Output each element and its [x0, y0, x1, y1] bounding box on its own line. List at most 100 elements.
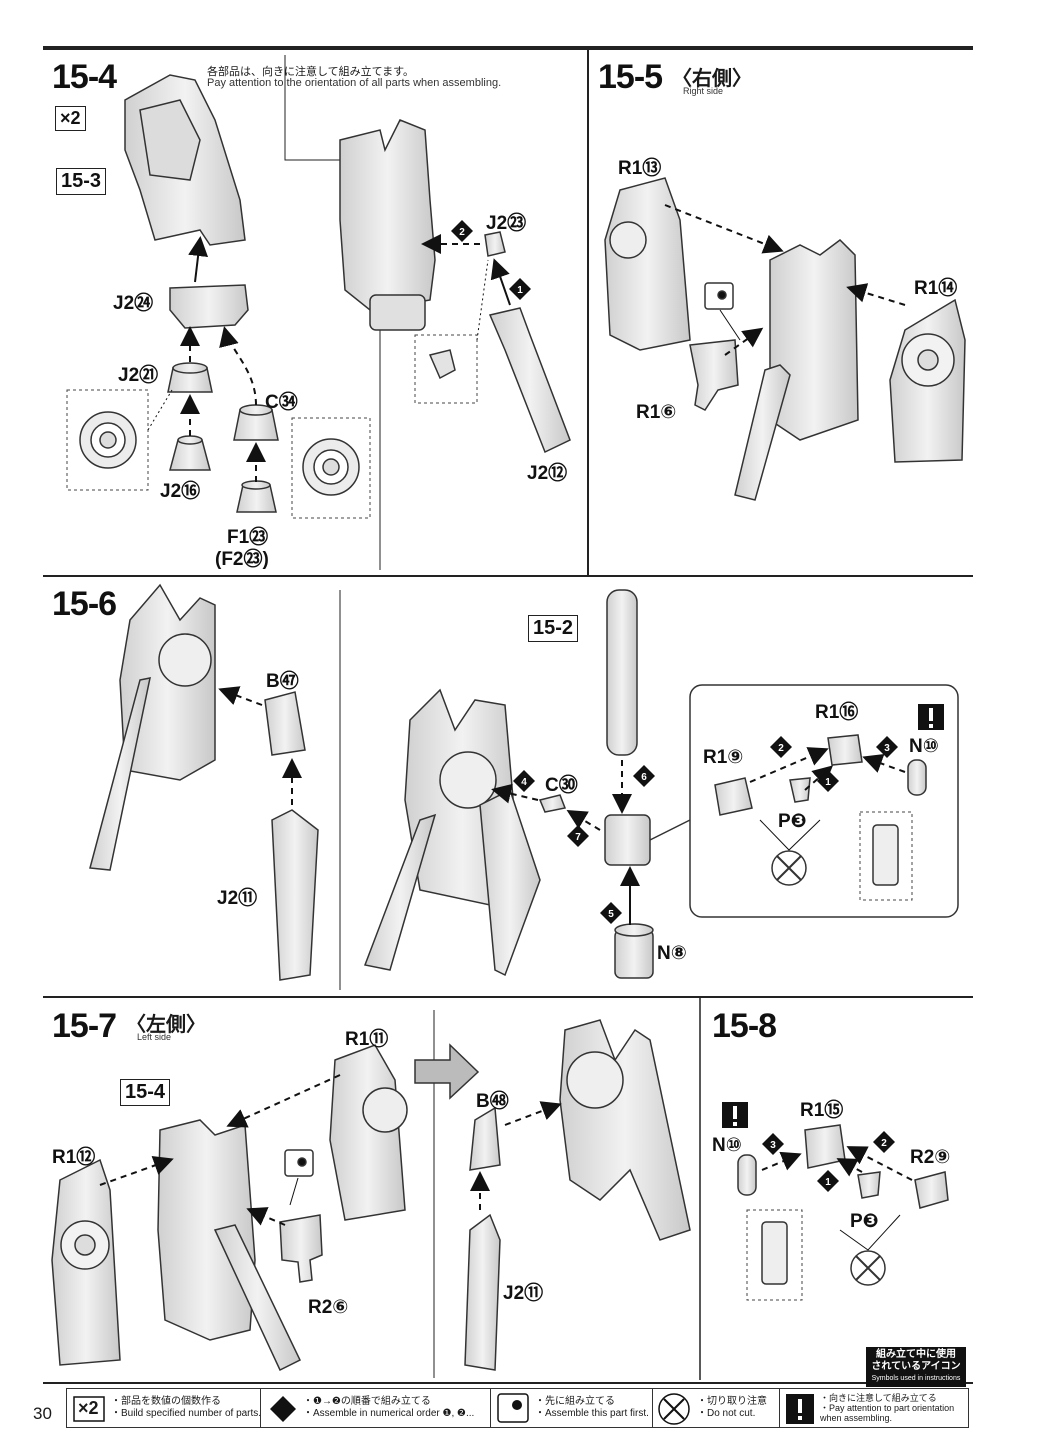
side-right-en: Right side — [683, 86, 724, 96]
part-f1-23-cone — [236, 480, 277, 513]
part-p3-15-8 — [857, 1171, 881, 1199]
legend-item-multiplier: ・部品を数値の個数作る・Build specified number of pa… — [66, 1388, 261, 1428]
part-j2-16-cone — [169, 435, 211, 471]
part-label-r1-16: R1⑯ — [815, 702, 859, 723]
part-label-r1-12: R1⑫ — [52, 1147, 96, 1168]
svg-text:5: 5 — [608, 909, 614, 920]
svg-text:2: 2 — [881, 1138, 887, 1149]
part-r1-16 — [827, 734, 863, 766]
svg-text:3: 3 — [770, 1140, 776, 1151]
arrows-15-4 — [147, 236, 266, 482]
part-r2-9 — [914, 1171, 949, 1209]
first-part-icon-15-7 — [284, 1149, 314, 1177]
part-label-j2-24: J2㉔ — [113, 293, 154, 314]
part-label-n10-a: N⑩ — [909, 736, 939, 757]
part-label-n10-b: N⑩ — [712, 1135, 742, 1156]
no-cut-icon-15-8 — [850, 1250, 886, 1286]
part-label-j2-21: J2㉑ — [118, 365, 159, 386]
side-left-jp: 〈左側〉 — [126, 1014, 206, 1036]
ref-step-15-4: 15-4 — [120, 1079, 171, 1106]
part-label-j2-16: J2⑯ — [160, 481, 201, 502]
part-label-r1-13: R1⑬ — [618, 158, 662, 179]
legend-title-en: Symbols used in instructions — [871, 1375, 961, 1382]
general-note-jp: 各部品は、向きに注意して組み立てます。 — [207, 66, 415, 78]
part-label-p3-a: P❸ — [778, 811, 807, 832]
step-15-6-label: 15-6 — [52, 585, 117, 623]
ref-step-15-3: 15-3 — [56, 168, 107, 195]
legend-multiplier-jp: ・部品を数値の個数作る — [111, 1396, 221, 1407]
part-body-15-7 — [157, 1119, 301, 1372]
step-15-7-label: 15-7 — [52, 1007, 117, 1045]
part-label-b47: B㊼ — [266, 671, 299, 692]
part-j2-12-leg — [488, 307, 571, 454]
part-b48 — [469, 1106, 501, 1171]
part-j2-21-cone — [167, 362, 213, 393]
detail-panel-15-6 — [649, 684, 959, 918]
legend-first-jp: ・先に組み立てる — [535, 1396, 615, 1407]
svg-text:7: 7 — [575, 832, 581, 843]
part-label-c30: C㉚ — [545, 775, 578, 796]
general-note-en: Pay attention to the orientation of all … — [207, 77, 502, 89]
part-r1-13-panel — [604, 177, 691, 351]
svg-text:1: 1 — [825, 777, 831, 788]
part-label-j2-23: J2㉓ — [486, 213, 527, 234]
part-r1-11-panel — [329, 1044, 408, 1221]
legend-order-jp: ・❶→❷の順番で組み立てる — [303, 1396, 431, 1407]
part-j2-11-left — [271, 809, 319, 981]
svg-text:6: 6 — [641, 772, 647, 783]
part-label-f1-23: F1㉓ — [227, 527, 269, 548]
legend-item-nocut: ・切り取り注意・Do not cut. — [652, 1388, 777, 1428]
detail-box-15-4 — [414, 334, 478, 404]
part-r1-6 — [689, 339, 739, 411]
first-part-icon-15-5 — [704, 282, 734, 310]
part-p3 — [789, 777, 811, 803]
part-r1-9 — [714, 777, 753, 816]
legend-multiplier-icon: ×2 — [78, 1398, 99, 1418]
part-n10 — [907, 759, 927, 796]
transition-arrow — [414, 1043, 480, 1100]
side-left-en: Left side — [137, 1032, 172, 1042]
part-j2-23 — [484, 231, 506, 257]
legend-item-order: ・❶→❷の順番で組み立てる・Assemble in numerical orde… — [260, 1388, 485, 1428]
part-label-r2-6: R2⑥ — [308, 1297, 349, 1318]
svg-text:3: 3 — [884, 743, 890, 754]
part-label-c34: C㉞ — [265, 392, 298, 413]
detail-box-nozzle-left — [66, 389, 371, 519]
part-r2-6 — [279, 1214, 323, 1283]
part-label-r1-14: R1⑭ — [914, 278, 958, 299]
part-body-15-6-left — [89, 583, 216, 871]
part-body-15-6-mid — [363, 688, 541, 977]
multiplier-badge: ×2 — [55, 106, 86, 131]
part-label-r1-6: R1⑥ — [636, 402, 677, 423]
part-label-b48: B㊽ — [476, 1091, 509, 1112]
part-label-r1-9: R1⑨ — [703, 747, 744, 768]
part-15-2-rod — [606, 589, 638, 756]
legend-item-first: ・先に組み立てる・Assemble this part first. — [490, 1388, 650, 1428]
part-label-r2-9: R2⑨ — [910, 1147, 951, 1168]
part-label-j2-12: J2⑫ — [527, 463, 568, 484]
part-j2-11-right — [464, 1213, 501, 1371]
legend-title-jp-2: されているアイコン — [871, 1361, 961, 1372]
step-15-8-label: 15-8 — [712, 1007, 777, 1045]
part-label-r1-15: R1⑮ — [800, 1100, 844, 1121]
part-label-r1-11: R1⑪ — [345, 1029, 389, 1050]
part-label-j2-11-a: J2⑪ — [217, 888, 258, 909]
legend-order-en: ・Assemble in numerical order ❶, ❷... — [303, 1408, 475, 1419]
svg-text:1: 1 — [825, 1177, 831, 1188]
step-15-4-label: 15-4 — [52, 58, 117, 96]
part-j2-24 — [169, 284, 249, 329]
part-r1-12-shell — [51, 1158, 121, 1366]
legend-title-jp-1: 組み立て中に使用 — [876, 1349, 956, 1360]
ref-step-15-2: 15-2 — [528, 615, 579, 642]
legend-orientation-en: ・Pay attention to part orientation when … — [820, 1403, 955, 1423]
legend-item-orientation: ・向きに注意して組み立てる・Pay attention to part orie… — [779, 1388, 969, 1428]
part-n8-cylinder — [614, 923, 654, 979]
part-joint-15-6 — [604, 814, 651, 866]
part-body-15-3 — [124, 74, 246, 246]
exclamation-icon-15-6 — [918, 704, 944, 730]
legend-nocut-en: ・Do not cut. — [697, 1408, 756, 1419]
legend-nocut-jp: ・切り取り注意 — [697, 1396, 767, 1407]
part-label-n8: N⑧ — [657, 943, 687, 964]
legend-title: 組み立て中に使用 されているアイコン Symbols used in instr… — [866, 1347, 966, 1387]
